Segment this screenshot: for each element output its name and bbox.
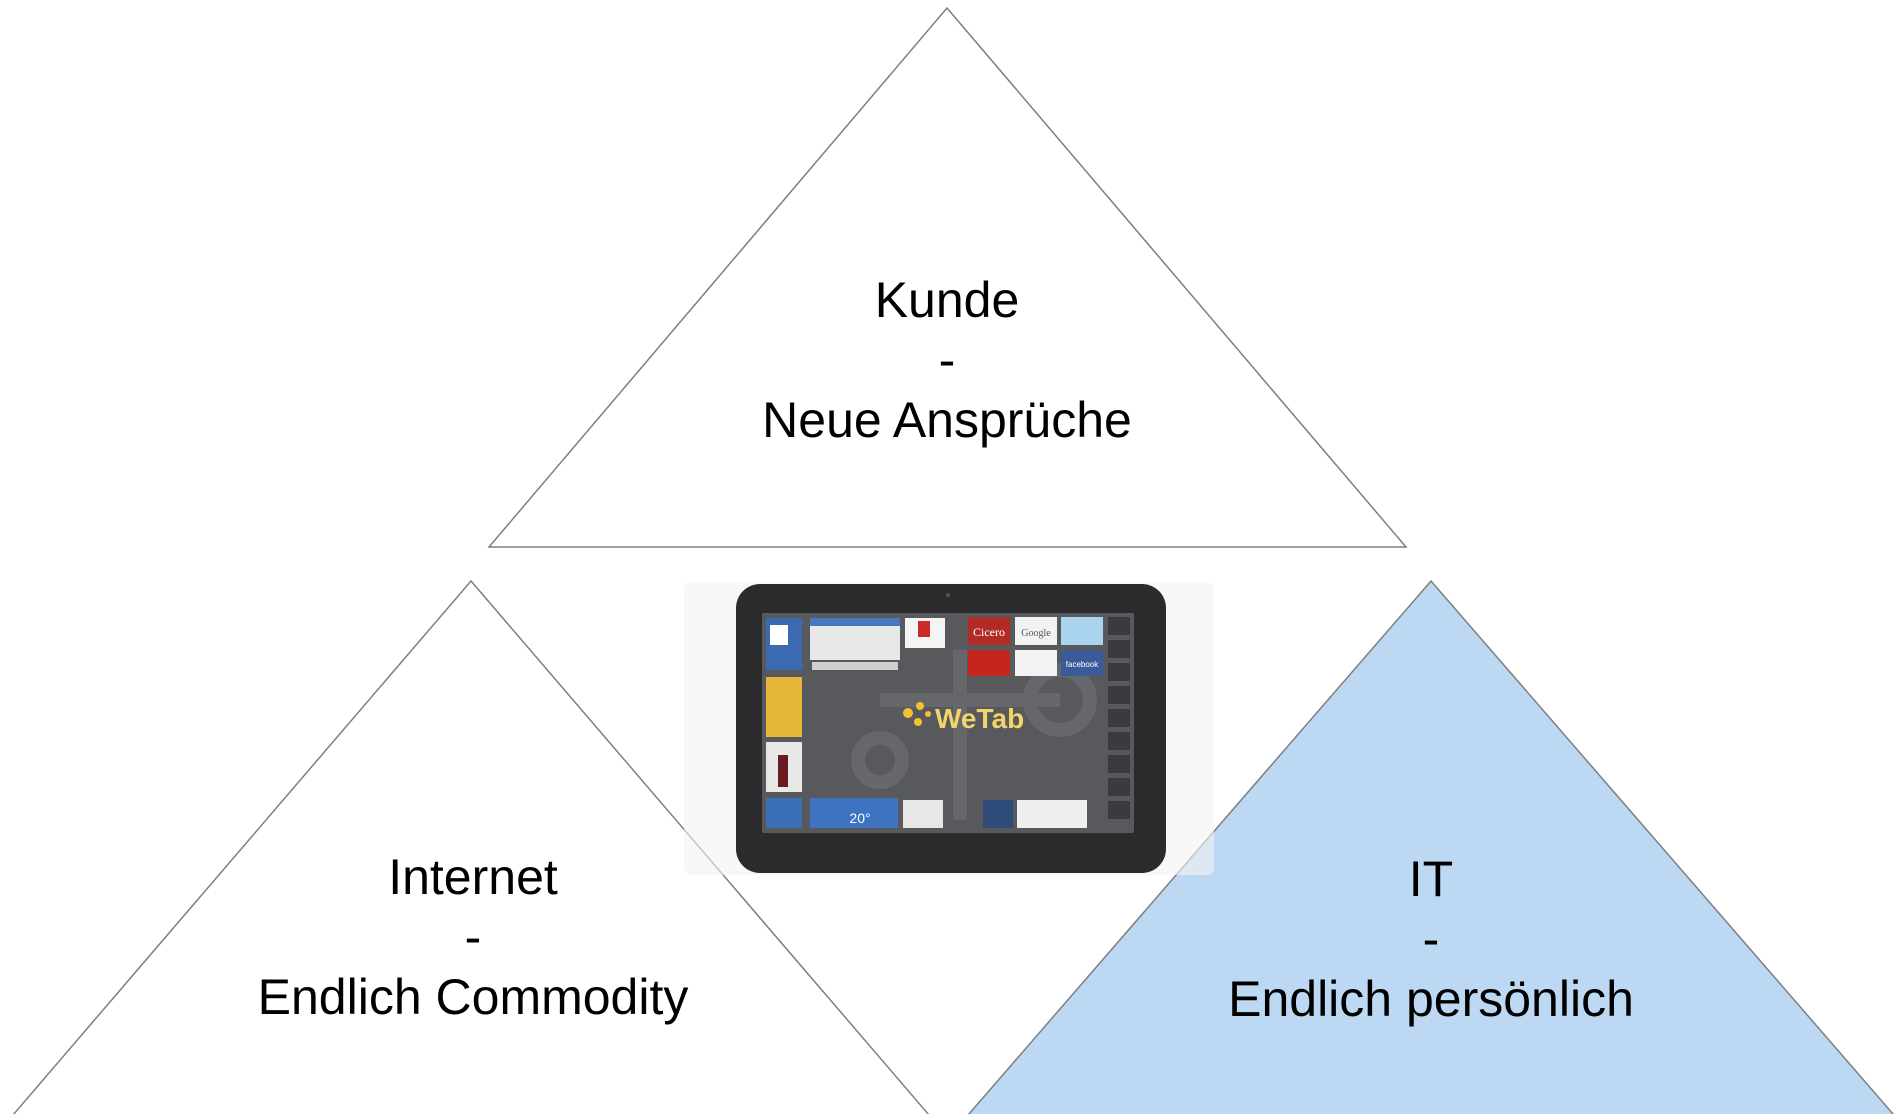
right-triangle-label: IT - Endlich persönlich xyxy=(1228,849,1634,1029)
left-separator: - xyxy=(464,909,482,965)
tablet-image: Cicero Google facebook 20° xyxy=(684,582,1214,875)
tablet-logo-text: WeTab xyxy=(935,703,1024,734)
tile-cicero: Cicero xyxy=(973,625,1005,639)
top-subtitle: Neue Ansprüche xyxy=(762,392,1132,448)
right-subtitle: Endlich persönlich xyxy=(1228,971,1634,1027)
left-triangle-label: Internet - Endlich Commodity xyxy=(258,847,689,1027)
left-title: Internet xyxy=(388,849,558,905)
left-subtitle: Endlich Commodity xyxy=(257,969,689,1025)
tablet-weather-temp: 20° xyxy=(849,810,870,826)
right-title: IT xyxy=(1408,851,1454,907)
tile-facebook: facebook xyxy=(1066,660,1099,669)
wetab-logo-icon xyxy=(903,702,931,726)
tile-google: Google xyxy=(1021,628,1051,639)
top-triangle-label: Kunde - Neue Ansprüche xyxy=(762,270,1132,450)
right-separator: - xyxy=(1422,911,1440,967)
top-separator: - xyxy=(938,332,956,388)
top-triangle xyxy=(487,6,1408,548)
top-title: Kunde xyxy=(874,272,1020,328)
